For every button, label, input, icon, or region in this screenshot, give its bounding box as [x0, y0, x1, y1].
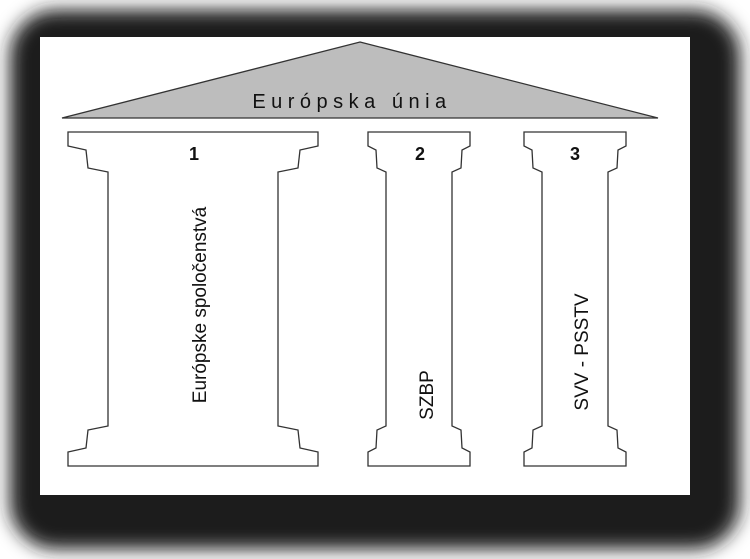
- pillar-2-label: SZBP: [417, 370, 438, 420]
- pillar-2-outline: [367, 131, 471, 467]
- roof-label: Európska únia: [252, 91, 451, 113]
- pillar-2-number: 2: [415, 144, 425, 164]
- pillar-2: 2 SZBP: [367, 131, 471, 467]
- pillar-1-number: 1: [189, 144, 199, 164]
- roof-pediment: [61, 41, 659, 119]
- pillar-1-label: Európske spoločenstvá: [190, 206, 211, 403]
- pillar-3-number: 3: [570, 144, 580, 164]
- pillar-3-outline: [523, 131, 627, 467]
- pillar-3-label: SVV - PSSTV: [572, 293, 593, 411]
- pillar-1: 1 Európske spoločenstvá: [67, 131, 319, 467]
- pillar-1-outline: [67, 131, 319, 467]
- pillar-3: 3 SVV - PSSTV: [523, 131, 627, 467]
